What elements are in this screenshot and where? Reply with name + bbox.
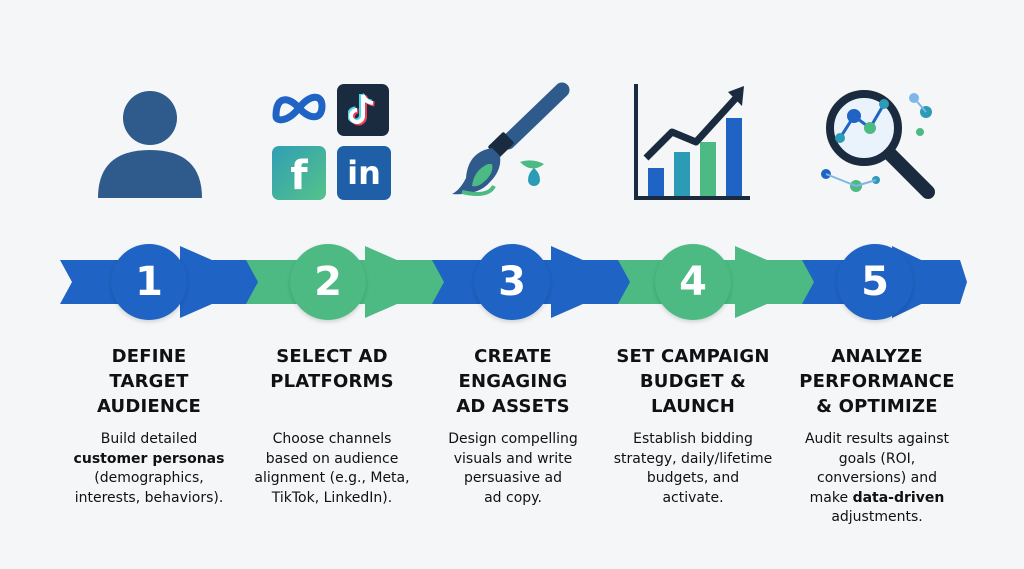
step-number-5: 5	[837, 244, 913, 320]
step-description-4: Establish bidding strategy, daily/lifeti…	[613, 431, 773, 506]
paintbrush-icon	[452, 82, 570, 196]
step-description-5: Audit results against goals (ROI, conver…	[804, 431, 950, 525]
growth-chart-icon	[634, 84, 750, 200]
step-description-2: Choose channels based on audience alignm…	[254, 431, 410, 506]
person-icon	[98, 91, 202, 198]
step-title-1: DEFINE TARGET AUDIENCE	[96, 346, 202, 417]
step-number-1: 1	[111, 244, 187, 320]
magnifier-analytics-icon	[821, 90, 935, 199]
linkedin-letters: in	[347, 154, 381, 192]
tiktok-icon	[337, 84, 389, 136]
step-number-4: 4	[655, 244, 731, 320]
meta-icon	[272, 93, 326, 124]
step-title-5: ANALYZE PERFORMANCE & OPTIMIZE	[799, 346, 955, 417]
step-title-4: SET CAMPAIGN BUDGET & LAUNCH	[616, 346, 770, 417]
linkedin-icon: in	[337, 146, 391, 200]
facebook-icon: f	[272, 146, 326, 200]
step-number-2: 2	[290, 244, 366, 320]
facebook-letter: f	[290, 153, 308, 199]
step-title-2: SELECT AD PLATFORMS	[270, 346, 394, 392]
step-number-3: 3	[474, 244, 550, 320]
step-description-1: Build detailed customer personas (demogr…	[73, 431, 225, 506]
step-title-3: CREATE ENGAGING AD ASSETS	[456, 346, 570, 417]
step-description-3: Design compelling visuals and write pers…	[448, 431, 578, 506]
